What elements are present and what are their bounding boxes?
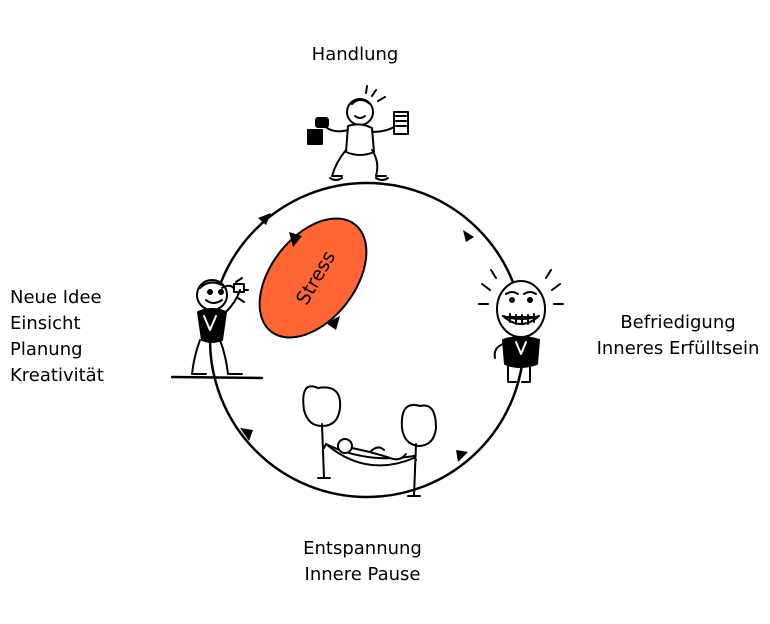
label-line: Innere Pause — [304, 564, 421, 585]
label-line: Handlung — [311, 44, 399, 65]
label-handlung: Handlung — [0, 42, 710, 68]
label-line: Einsicht — [10, 313, 81, 334]
label-entspannung: Entspannung Innere Pause — [250, 536, 475, 588]
stress-arrow-bottom — [326, 316, 340, 330]
label-line: Befriedigung — [620, 312, 736, 333]
label-line: Neue Idee — [10, 287, 102, 308]
label-neue-idee: Neue Idee Einsicht Planung Kreativität — [10, 285, 104, 389]
stress-arrow-top — [289, 232, 302, 247]
running-man-icon — [307, 85, 409, 181]
label-befriedigung: Befriedigung Inneres Erfülltsein — [590, 310, 766, 362]
thinking-man-icon — [170, 277, 264, 380]
label-line: Entspannung — [303, 538, 422, 559]
label-line: Inneres Erfülltsein — [596, 338, 760, 359]
cycle-arrows — [240, 213, 474, 462]
arrow-bottom-right — [456, 450, 468, 462]
hammock-man-icon — [302, 385, 437, 497]
label-line: Kreativität — [10, 365, 104, 386]
arrow-top-right — [463, 230, 474, 242]
grinning-man-icon — [478, 269, 564, 383]
arrow-top-left — [258, 213, 271, 225]
label-line: Planung — [10, 339, 83, 360]
stress-ellipse: Stress — [258, 217, 368, 339]
arrow-bottom-left — [240, 428, 253, 441]
